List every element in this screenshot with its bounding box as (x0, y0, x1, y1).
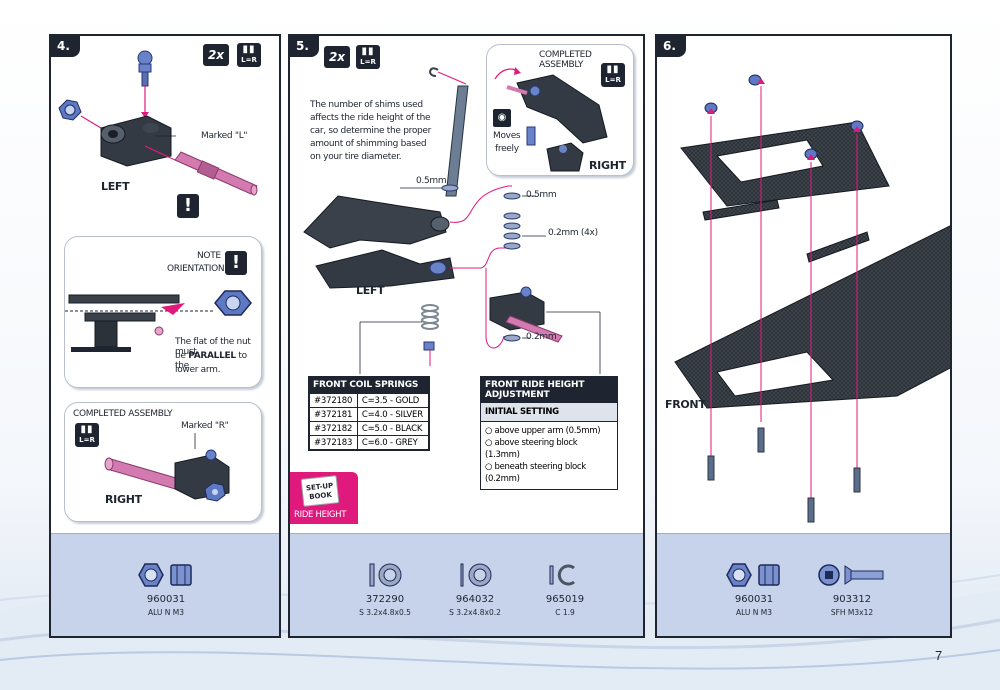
step-5-panel: 5. 2x ▮▮L=R The number of shims used aff… (288, 34, 645, 638)
step-number: 5. (290, 36, 319, 57)
flat-head-screw-icon (818, 564, 884, 586)
shim-label-stack: 0.2mm (4x) (548, 228, 598, 238)
part-code: 903312 (832, 594, 872, 605)
moves-freely-line-2: freely (495, 144, 519, 154)
note-title: NOTE (197, 251, 221, 261)
coil-spring (421, 304, 439, 330)
quantity-badge: 2x (203, 44, 229, 66)
quantity-badge: 2x (324, 46, 350, 68)
completed-assembly-title: COMPLETED ASSEMBLY (73, 409, 173, 419)
deck-link (806, 231, 870, 263)
ride-height-title: FRONT RIDE HEIGHT ADJUSTMENT (481, 377, 617, 403)
moves-freely-line-1: Moves (493, 131, 521, 141)
part-desc: C 1.9 (555, 608, 575, 617)
note-orientation-box: NOTE ORIENTATION ! The flat of the nut m… (64, 236, 262, 388)
parts-bar: 372290 S 3.2x4.8x0.5 964032 S 3.2x4.8x0.… (290, 533, 643, 636)
ride-height-item: ○ beneath steering block (0.2mm) (485, 462, 586, 484)
left-right-badge: ▮▮L=R (75, 423, 99, 447)
page-number: 7 (935, 648, 943, 663)
ride-height-item: ○ above steering block (1.3mm) (485, 438, 578, 460)
completed-assembly-box: COMPLETED ASSEMBLY ▮▮L=R Marked "R" RIGH… (64, 402, 262, 522)
part-code: 964032 (455, 594, 495, 605)
right-label: RIGHT (589, 159, 626, 172)
left-label: LEFT (356, 284, 385, 297)
shim-0-5-icon (369, 563, 402, 587)
chassis-plate (674, 225, 950, 409)
warning-icon: ! (177, 194, 199, 218)
part-desc: S 3.2x4.8x0.2 (449, 608, 501, 617)
completed-assembly-illustration (494, 67, 608, 172)
step-number: 4. (51, 36, 80, 57)
shim-note-line-4: amount of shimming based (310, 139, 427, 149)
note-text-line-3: lower arm. (175, 365, 221, 375)
left-right-badge: ▮▮L=R (237, 43, 261, 67)
orientation-illustration (65, 290, 252, 352)
shim-note-line-3: car, so determine the proper (310, 126, 432, 136)
note-text-line-2: be PARALLEL to the (175, 351, 247, 371)
shim-label-upper: 0.5mm (416, 176, 447, 186)
right-assembly-illustration (104, 433, 230, 502)
step-number: 6. (657, 36, 686, 57)
part-desc: S 3.2x4.8x0.5 (359, 608, 411, 617)
parts-bar: 960031 ALU N M3 (51, 533, 279, 636)
front-label: FRONT (665, 398, 706, 411)
e-clip-icon (549, 564, 575, 586)
left-label: LEFT (101, 180, 130, 193)
shim-0-2-icon (460, 563, 492, 587)
moves-freely-icon: ◉ (493, 109, 511, 127)
ride-height-item: ○ above upper arm (0.5mm) (485, 426, 601, 436)
part-code: 960031 (146, 594, 186, 605)
part-code: 965019 (545, 594, 585, 605)
marked-r-label: Marked "R" (181, 421, 229, 431)
completed-assembly-title: COMPLETED ASSEMBLY (539, 50, 592, 70)
step-5-illustration (303, 67, 601, 374)
note-text-line-1: The flat of the nut must (175, 337, 251, 357)
part-desc: ALU N M3 (735, 608, 773, 617)
ball-stud (137, 50, 153, 66)
step-4-illustration (58, 50, 258, 196)
shim-note-line-1: The number of shims used (310, 100, 423, 110)
part-desc: SFH M3x12 (830, 608, 874, 617)
completed-assembly-box: COMPLETED ASSEMBLY ▮▮L=R ◉ Moves freely … (486, 44, 634, 176)
shim-note-line-2: affects the ride height of the (310, 113, 431, 123)
shim-label-lower: 0.2mm (526, 332, 557, 342)
alu-nut-icon (138, 563, 192, 587)
setup-book-caption: RIDE HEIGHT (294, 510, 347, 520)
note-subtitle: ORIENTATION (167, 264, 225, 274)
warning-icon: ! (225, 251, 247, 275)
deck-link (702, 199, 780, 221)
step-4-panel: 4. 2x ▮▮L=R Marked "L" LEFT ! NOTE ORIEN… (49, 34, 281, 638)
ride-height-subtitle: INITIAL SETTING (481, 403, 617, 422)
part-code: 372290 (365, 594, 405, 605)
right-label: RIGHT (105, 493, 142, 506)
marked-l-label: Marked "L" (201, 131, 248, 141)
left-right-badge: ▮▮L=R (601, 63, 625, 87)
part-code: 960031 (734, 594, 774, 605)
step-6-panel: 6. (655, 34, 952, 638)
shim-note-line-5: on your tire diameter. (310, 152, 402, 162)
front-ride-height-table: FRONT RIDE HEIGHT ADJUSTMENT INITIAL SET… (480, 376, 618, 490)
springs-table-title: FRONT COIL SPRINGS (309, 377, 429, 393)
step-6-illustration (674, 74, 950, 523)
alu-nut-icon (726, 563, 780, 587)
shim-label-top-stack: 0.5mm (526, 190, 557, 200)
parts-bar: 960031 ALU N M3 903312 SFH M3x12 (657, 533, 950, 636)
left-right-badge: ▮▮L=R (356, 45, 380, 69)
part-desc: ALU N M3 (147, 608, 185, 617)
